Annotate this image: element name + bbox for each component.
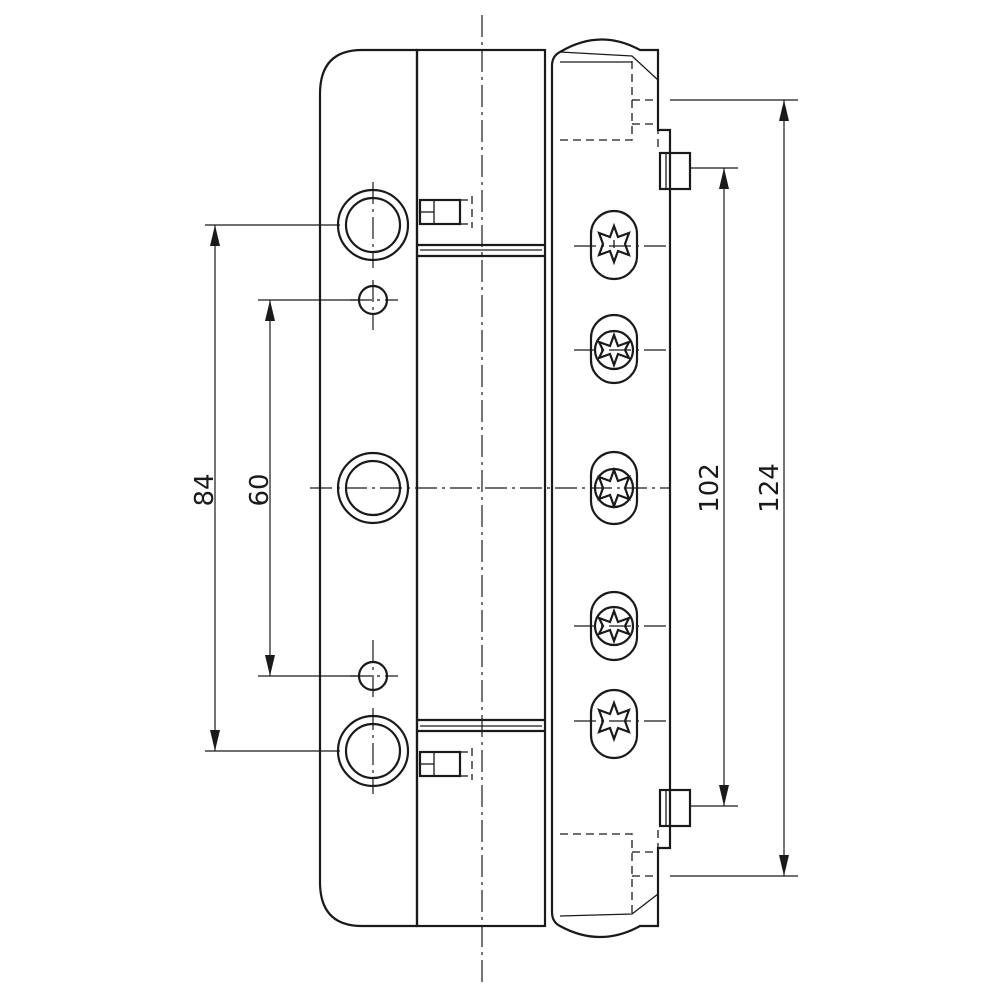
knuckles (415, 48, 547, 928)
dimension-label-124: 124 (755, 463, 785, 513)
frame-holes (336, 182, 410, 794)
torx-screw-4 (596, 607, 632, 645)
frame-screw-hole-middle-outer (336, 451, 410, 525)
center-lines (310, 15, 670, 985)
torx-screw-1 (597, 222, 631, 266)
grub-screws (418, 196, 473, 780)
sash-pin-bottom (658, 788, 692, 828)
dimension-label-102: 102 (695, 463, 725, 513)
dimension-102: 102 (690, 167, 738, 807)
torx-screw-2 (596, 331, 632, 369)
dimension-84: 84 (190, 224, 340, 752)
sash-slot-1 (589, 209, 639, 281)
frame-leaf (318, 48, 419, 928)
sash-leaf-outline (550, 38, 672, 939)
frame-screw-hole-middle-inner (344, 459, 402, 517)
torx-screw-5 (597, 699, 631, 743)
sash-pins (658, 151, 692, 828)
sash-slot-2 (589, 313, 639, 385)
dimension-label-84: 84 (190, 473, 220, 506)
frame-leaf-outline (318, 48, 419, 928)
sash-pin-top (658, 151, 692, 191)
knuckle-outline (415, 48, 547, 928)
dimension-60: 60 (245, 299, 360, 677)
torx-screw-3 (597, 466, 631, 510)
dimension-label-60: 60 (245, 473, 275, 506)
sash-slots (574, 209, 666, 760)
sash-slot-5 (589, 688, 639, 760)
dimension-124: 124 (670, 99, 798, 877)
sash-slot-3 (589, 450, 639, 526)
sash-leaf (550, 38, 672, 939)
